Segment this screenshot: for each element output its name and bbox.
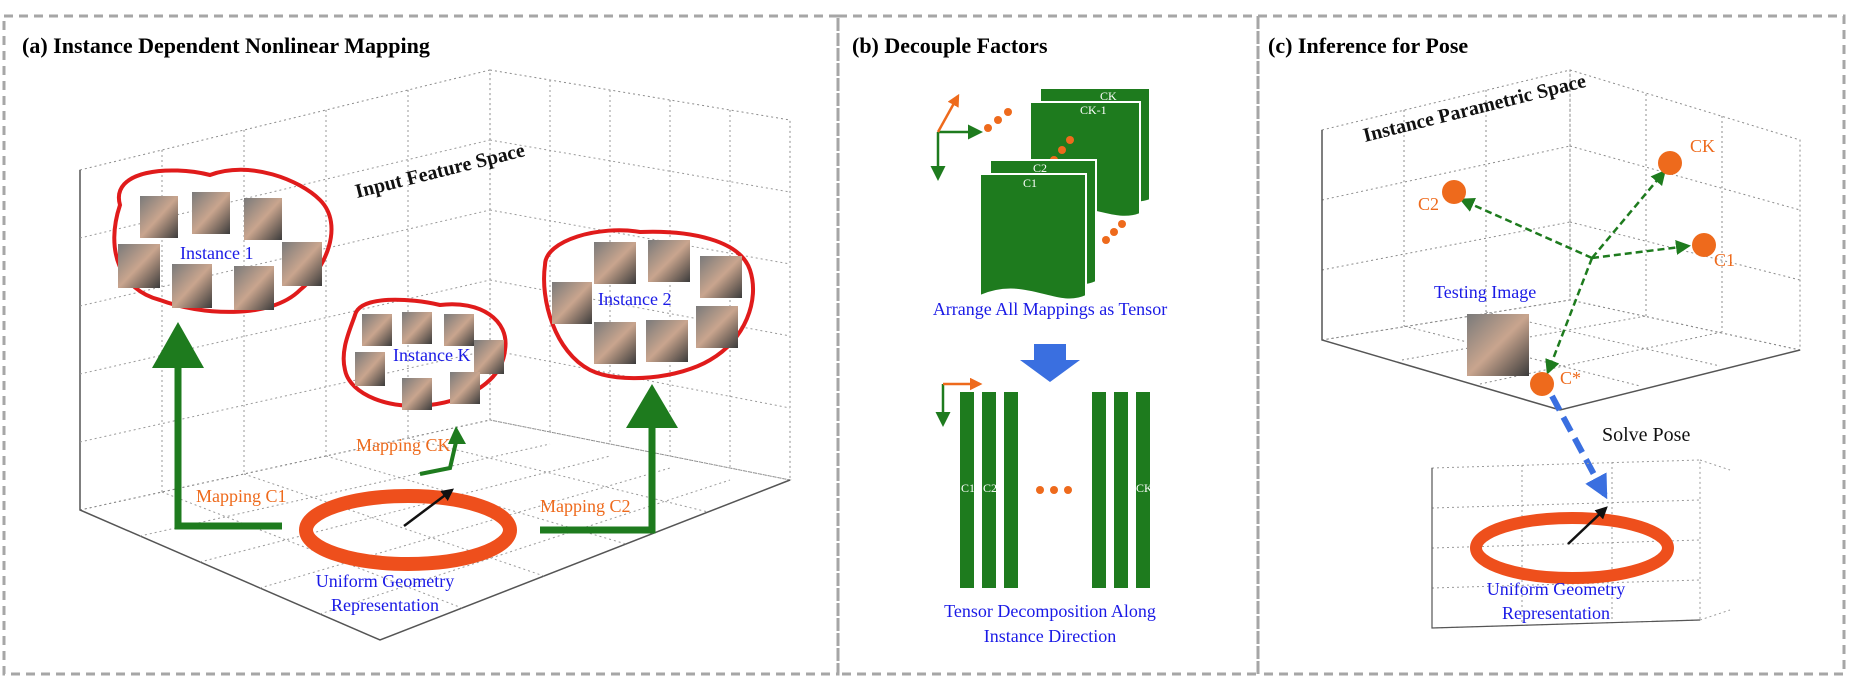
- grid-box-c-lower-edge: [1431, 468, 1701, 629]
- panel-b-title: (b) Decouple Factors: [852, 33, 1048, 58]
- face-image: [140, 196, 178, 238]
- panel-a-border: [2, 14, 840, 676]
- point-label-c1: C1: [1714, 250, 1735, 270]
- grid-box-c-edge: [1321, 130, 1801, 411]
- panel-c-border: [1256, 14, 1846, 676]
- column-label-c2: C2: [983, 481, 997, 495]
- geometry-label-a-line2: Representation: [331, 595, 439, 615]
- face-image: [234, 266, 274, 310]
- panel-c-title: (c) Inference for Pose: [1268, 33, 1468, 58]
- face-image: [594, 242, 636, 284]
- instance-2-cluster: Instance 2: [542, 228, 756, 381]
- face-image: [700, 256, 742, 298]
- mapping-ck-label: Mapping CK: [356, 435, 451, 455]
- face-image: [282, 242, 322, 286]
- face-image: [402, 312, 432, 344]
- mapping-arrowhead: [152, 322, 204, 368]
- panel-b: (b) Decouple Factors CK CK-1 C2 C1 Arran…: [852, 33, 1167, 646]
- column-label-c1: C1: [961, 481, 975, 495]
- geometry-label-c-line1: Uniform Geometry: [1487, 579, 1625, 599]
- geometry-vector-a: [403, 488, 454, 527]
- face-image: [696, 306, 738, 348]
- face-image: [648, 240, 690, 282]
- instance-k-label: Instance K: [393, 345, 470, 365]
- uniform-geometry-ellipse-c: [1470, 512, 1674, 584]
- geometry-label-a-line1: Uniform Geometry: [316, 571, 454, 591]
- testing-image-label: Testing Image: [1434, 282, 1536, 302]
- face-image: [594, 322, 636, 364]
- instance-1-label: Instance 1: [180, 243, 253, 263]
- decomposition-label-line2: Instance Direction: [984, 626, 1116, 646]
- face-image: [444, 314, 474, 346]
- face-image: [474, 340, 504, 374]
- geometry-vector-c: [1567, 506, 1608, 545]
- solve-pose-label: Solve Pose: [1602, 424, 1690, 446]
- face-image: [192, 192, 230, 234]
- column-dots-orange: [1036, 486, 1072, 494]
- face-image: [450, 372, 480, 404]
- point-label-c2: C2: [1418, 194, 1439, 214]
- parametric-points: [1442, 151, 1716, 396]
- face-image: [552, 282, 592, 324]
- decomposition-label-line1: Tensor Decomposition Along: [944, 601, 1156, 621]
- mapping-arrowhead: [626, 384, 678, 428]
- tensor-slices-front: [979, 159, 1097, 301]
- input-feature-space-label: Input Feature Space: [353, 139, 527, 202]
- face-image: [244, 198, 282, 240]
- testing-face-image: [1467, 314, 1529, 376]
- panel-b-border: [836, 14, 1260, 676]
- geometry-label-c-line2: Representation: [1502, 603, 1610, 623]
- grid-box-a: [78, 69, 792, 641]
- point-label-ck: CK: [1690, 136, 1715, 156]
- parametric-space-label: Instance Parametric Space: [1361, 70, 1588, 147]
- slice-label-c1: C1: [1023, 176, 1037, 190]
- panel-c: (c) Inference for Pose Instance Parametr…: [1268, 33, 1801, 629]
- face-image: [172, 264, 212, 308]
- uniform-geometry-ellipse-a: [299, 489, 517, 571]
- slice-label-c2: C2: [1033, 161, 1047, 175]
- parametric-vectors: [1459, 169, 1691, 375]
- grid-box-c-lower: [1431, 459, 1731, 629]
- mapping-arrowhead: [448, 426, 466, 444]
- mapping-c1-label: Mapping C1: [196, 486, 287, 506]
- solve-pose-arrow: [1549, 394, 1608, 500]
- point-label-cstar: C*: [1560, 368, 1581, 388]
- instance-2-label: Instance 2: [598, 289, 671, 309]
- face-image: [118, 244, 160, 288]
- mapping-c2-label: Mapping C2: [540, 496, 631, 516]
- panel-a-title: (a) Instance Dependent Nonlinear Mapping: [22, 33, 430, 58]
- face-image: [646, 320, 688, 362]
- mapping-arrows-a: [174, 368, 656, 534]
- panel-a: (a) Instance Dependent Nonlinear Mapping: [22, 33, 792, 641]
- arrange-label: Arrange All Mappings as Tensor: [933, 299, 1167, 319]
- slice-label-ck-1: CK-1: [1080, 103, 1107, 117]
- column-label-ck: CK: [1136, 481, 1153, 495]
- face-image: [355, 352, 385, 386]
- down-arrow-icon: [1020, 344, 1080, 382]
- decomposition-columns: [960, 392, 1150, 588]
- slice-label-ck: CK: [1100, 89, 1117, 103]
- instance-k-cluster: Instance K: [341, 297, 508, 410]
- face-image: [402, 378, 432, 410]
- panel-borders: [2, 14, 1846, 676]
- face-image: [362, 314, 392, 346]
- axis-depth-icon: [936, 93, 960, 133]
- instance-1-cluster: Instance 1: [112, 167, 334, 314]
